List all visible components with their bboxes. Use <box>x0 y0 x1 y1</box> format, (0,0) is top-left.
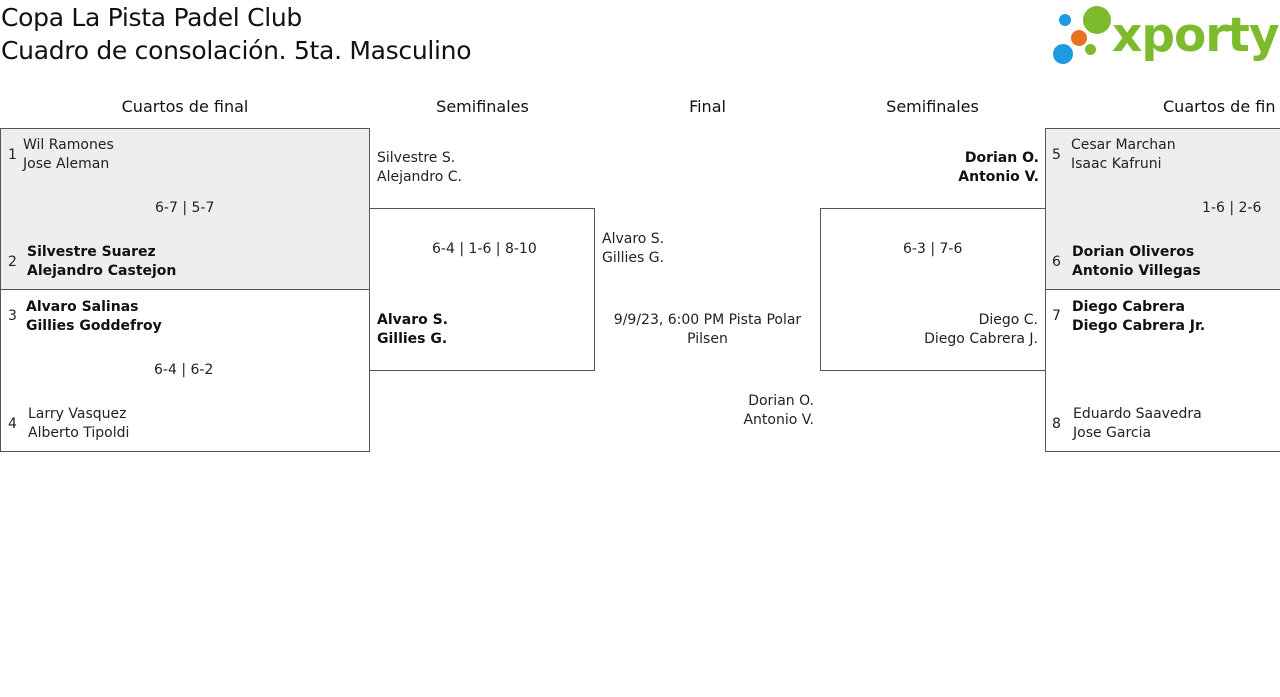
seed-number: 1 <box>8 147 17 163</box>
match-score: 6-3 | 7-6 <box>903 241 963 257</box>
player-name: Alejandro C. <box>377 169 462 185</box>
seed-number: 2 <box>8 254 17 270</box>
round-header-left-sf: Semifinales <box>436 97 529 116</box>
round-header-final: Final <box>689 97 726 116</box>
player-name: Silvestre Suarez <box>27 244 156 260</box>
player-name: Diego Cabrera Jr. <box>1072 318 1206 334</box>
tournament-title: Copa La Pista Padel Club <box>1 3 302 32</box>
player-name: Antonio V. <box>743 412 814 428</box>
right-qf-match-2[interactable]: 7 Diego Cabrera Diego Cabrera Jr. 8 Edua… <box>1045 289 1280 452</box>
right-sf-team-a[interactable]: Dorian O. Antonio V. <box>900 149 1039 187</box>
round-header-left-qf: Cuartos de final <box>121 97 249 116</box>
left-sf-team-a[interactable]: Silvestre S. Alejandro C. <box>377 149 462 187</box>
team-names[interactable]: Eduardo Saavedra Jose Garcia <box>1073 405 1202 443</box>
seed-number: 7 <box>1052 308 1061 324</box>
match-score: 6-4 | 1-6 | 8-10 <box>432 241 537 257</box>
player-name: Jose Aleman <box>23 156 110 172</box>
logo-dot-orange <box>1071 30 1087 46</box>
player-name: Antonio V. <box>958 169 1039 185</box>
player-name: Gillies G. <box>377 331 448 347</box>
round-header-right-qf: Cuartos de fin <box>1163 97 1276 116</box>
player-name: Isaac Kafruni <box>1071 156 1162 172</box>
player-name: Alejandro Castejon <box>27 263 177 279</box>
final-schedule-venue: Pilsen <box>687 331 728 347</box>
logo-wordmark: xporty <box>1112 8 1280 63</box>
player-name: Alberto Tipoldi <box>28 425 130 441</box>
left-qf-match-1[interactable]: 1 Wil Ramones Jose Aleman 6-7 | 5-7 2 Si… <box>0 128 370 290</box>
player-name: Dorian O. <box>748 393 814 409</box>
seed-number: 8 <box>1052 416 1061 432</box>
player-name: Jose Garcia <box>1073 425 1152 441</box>
xporty-logo[interactable]: xporty <box>1052 4 1280 68</box>
seed-number: 4 <box>8 416 17 432</box>
player-name: Silvestre S. <box>377 150 456 166</box>
seed-number: 5 <box>1052 147 1061 163</box>
match-score: 6-7 | 5-7 <box>155 200 215 216</box>
logo-dot-blue-large <box>1053 44 1073 64</box>
logo-dot-blue-small <box>1059 14 1071 26</box>
player-name: Diego Cabrera <box>1072 299 1185 315</box>
team-names[interactable]: Larry Vasquez Alberto Tipoldi <box>28 405 129 443</box>
final-schedule: 9/9/23, 6:00 PM Pista Polar Pilsen <box>595 311 820 349</box>
match-score: 6-4 | 6-2 <box>154 362 214 378</box>
team-names[interactable]: Diego C. Diego Cabrera J. <box>881 311 1038 349</box>
player-name: Antonio Villegas <box>1072 263 1201 279</box>
right-sf-match[interactable]: 6-3 | 7-6 Diego C. Diego Cabrera J. <box>820 208 1046 371</box>
player-name: Alvaro S. <box>602 231 665 247</box>
player-name: Larry Vasquez <box>28 406 127 422</box>
winning-team-names[interactable]: Diego Cabrera Diego Cabrera Jr. <box>1072 298 1205 336</box>
seed-number: 6 <box>1052 254 1061 270</box>
player-name: Alvaro Salinas <box>26 299 139 315</box>
left-sf-match[interactable]: 6-4 | 1-6 | 8-10 Alvaro S. Gillies G. <box>369 208 595 371</box>
logo-dot-green-small <box>1085 44 1096 55</box>
team-names[interactable]: Cesar Marchan Isaac Kafruni <box>1071 136 1176 174</box>
winning-team-names[interactable]: Silvestre Suarez Alejandro Castejon <box>27 243 176 281</box>
bracket-subtitle: Cuadro de consolación. 5ta. Masculino <box>1 36 472 65</box>
right-qf-match-1[interactable]: 5 Cesar Marchan Isaac Kafruni 1-6 | 2-6 … <box>1045 128 1280 290</box>
final-team-a[interactable]: Alvaro S. Gillies G. <box>602 230 664 268</box>
round-header-right-sf: Semifinales <box>886 97 979 116</box>
winning-team-names[interactable]: Dorian Oliveros Antonio Villegas <box>1072 243 1201 281</box>
player-name: Gillies G. <box>602 250 665 266</box>
final-schedule-datetime: 9/9/23, 6:00 PM Pista Polar <box>613 312 802 328</box>
player-name: Cesar Marchan <box>1071 137 1176 153</box>
player-name: Dorian O. <box>964 150 1039 166</box>
player-name: Gillies Goddefroy <box>26 318 162 334</box>
player-name: Dorian Oliveros <box>1072 244 1195 260</box>
player-name: Eduardo Saavedra <box>1073 406 1202 422</box>
player-name: Diego Cabrera J. <box>924 331 1038 347</box>
player-name: Alvaro S. <box>377 312 449 328</box>
winning-team-names[interactable]: Alvaro S. Gillies G. <box>377 311 448 349</box>
winning-team-names[interactable]: Alvaro Salinas Gillies Goddefroy <box>26 298 162 336</box>
match-score: 1-6 | 2-6 <box>1202 200 1262 216</box>
logo-dot-green <box>1083 6 1111 34</box>
player-name: Wil Ramones <box>23 137 114 153</box>
left-qf-match-2[interactable]: 3 Alvaro Salinas Gillies Goddefroy 6-4 |… <box>0 289 370 452</box>
seed-number: 3 <box>8 308 17 324</box>
team-names[interactable]: Wil Ramones Jose Aleman <box>23 136 114 174</box>
player-name: Diego C. <box>978 312 1038 328</box>
final-team-b[interactable]: Dorian O. Antonio V. <box>700 392 814 430</box>
